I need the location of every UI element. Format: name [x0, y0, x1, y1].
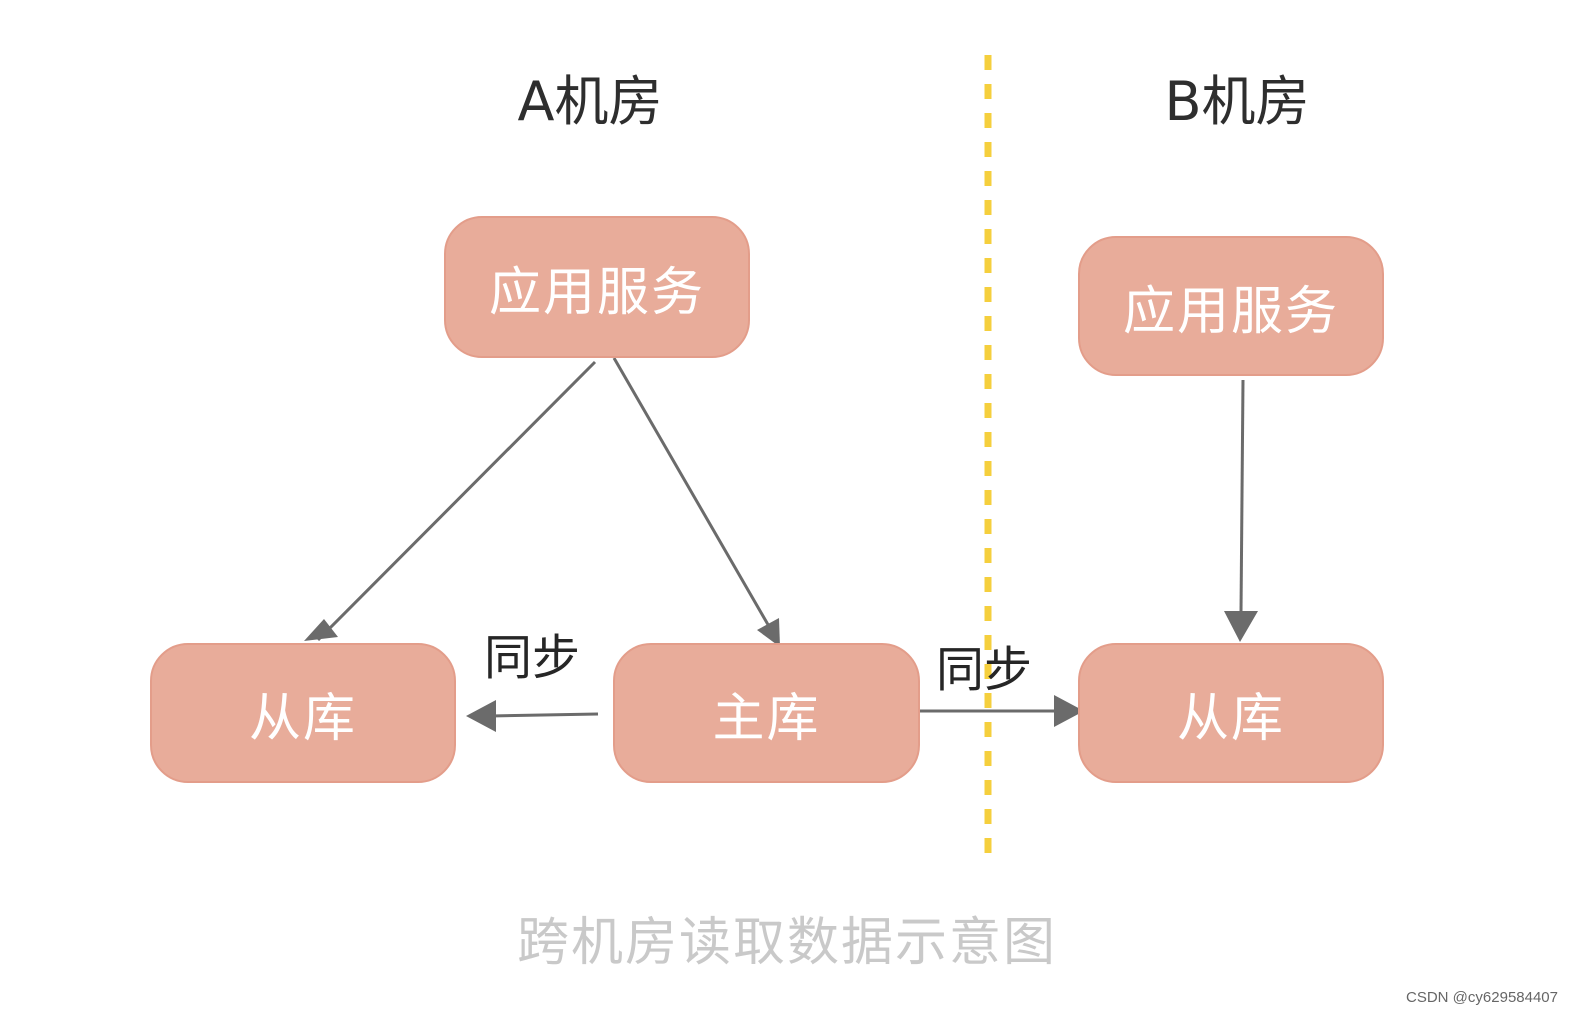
- arrow-b-app-to-slave: [1239, 379, 1245, 613]
- arrowhead-a-master: [757, 618, 780, 647]
- sync-label-local: 同步: [484, 630, 581, 686]
- room-a-master-db-node: 主库: [613, 643, 920, 783]
- watermark: CSDN @cy629584407: [1406, 989, 1558, 1006]
- arrow-master-to-a-slave: [489, 712, 599, 718]
- arrowhead-a-slave: [304, 619, 338, 641]
- room-b-slave-db-node: 从库: [1078, 643, 1384, 783]
- arrow-a-app-to-master: [612, 357, 776, 636]
- room-a-title: A机房: [517, 70, 663, 133]
- arrowhead-sync-local: [466, 700, 496, 732]
- room-b-title: B机房: [1164, 70, 1310, 133]
- arrowhead-b-slave: [1224, 611, 1258, 642]
- diagram-caption: 跨机房读取数据示意图: [516, 913, 1057, 973]
- room-a-app-service-node: 应用服务: [444, 216, 750, 358]
- room-a-slave-db-node: 从库: [150, 643, 456, 783]
- arrowhead-sync-cross: [1054, 695, 1084, 727]
- room-b-app-service-node: 应用服务: [1078, 236, 1384, 376]
- arrow-a-app-to-slave: [316, 360, 597, 642]
- sync-label-cross-room: 同步: [936, 642, 1033, 698]
